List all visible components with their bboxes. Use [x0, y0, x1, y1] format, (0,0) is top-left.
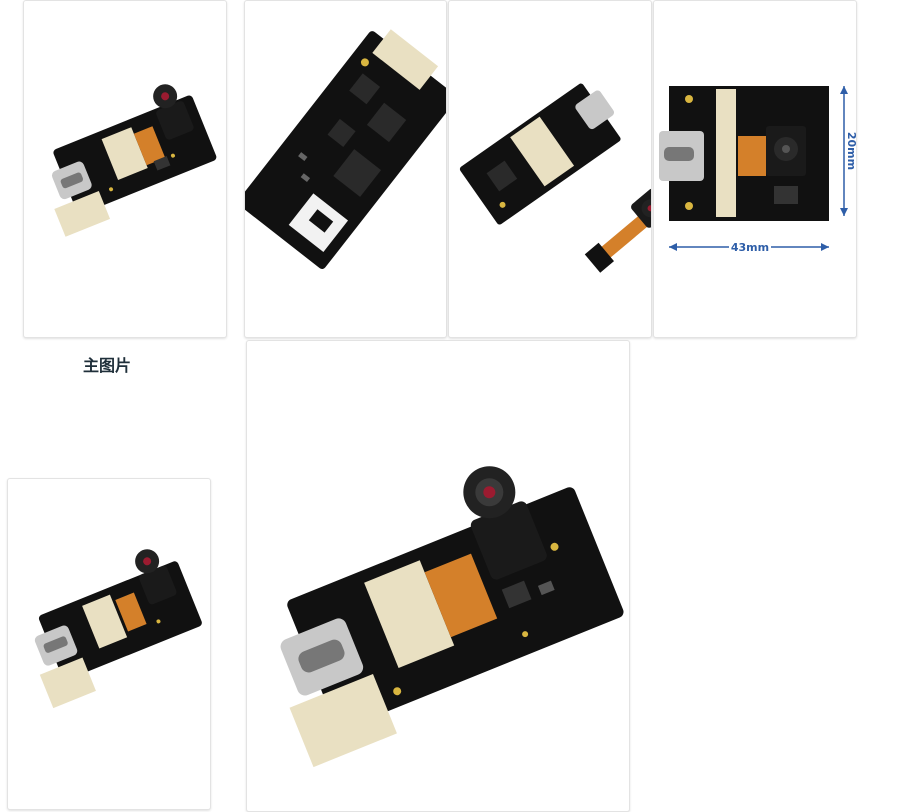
thumbnail-5[interactable]	[7, 478, 211, 810]
thumbnail-3[interactable]	[448, 0, 652, 338]
camera-board-detached-photo	[459, 83, 651, 273]
camera-board-angled-photo-small	[34, 549, 202, 709]
camera-board-angled-photo	[51, 84, 217, 237]
thumbnail-4-dimensions[interactable]: 43mm 20mm	[653, 0, 857, 338]
main-image-caption: 主图片	[82, 356, 131, 375]
thumbnail-2[interactable]	[244, 0, 447, 338]
width-dimension-label: 43mm	[731, 241, 769, 254]
main-preview-image	[246, 340, 630, 812]
ribbon-connector-icon	[364, 560, 455, 669]
camera-board-back-photo	[245, 29, 446, 269]
board-dimension-diagram: 43mm 20mm	[659, 86, 856, 255]
height-dimension-label: 20mm	[845, 132, 856, 170]
thumbnail-1[interactable]	[23, 0, 227, 338]
camera-board-large-photo	[280, 466, 624, 768]
